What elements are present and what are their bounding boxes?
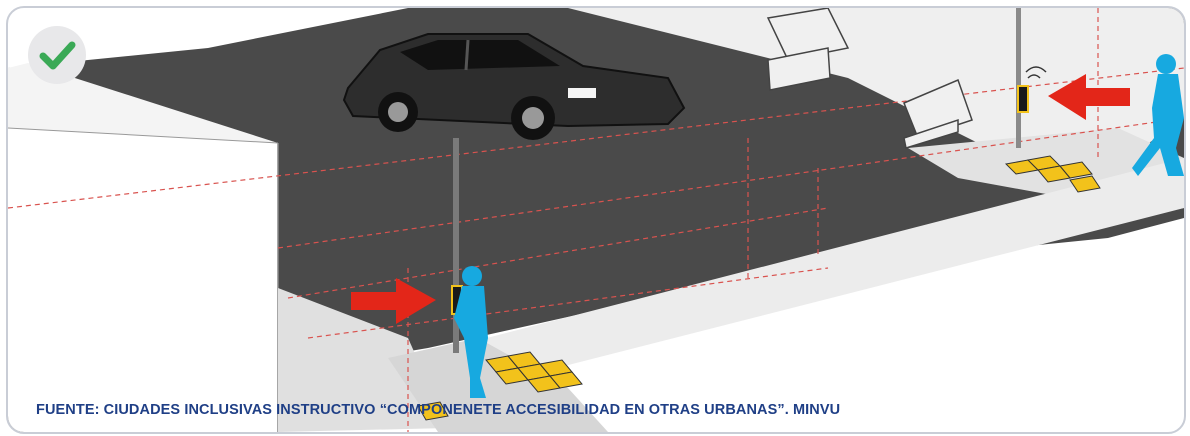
tactile-paving-front (417, 351, 583, 421)
sidewalk-front (278, 288, 448, 432)
car-illustration (342, 33, 686, 140)
street-illustration (8, 8, 1184, 432)
tactile-paving-right (1004, 155, 1101, 193)
building-top (8, 63, 278, 143)
image-caption: FUENTE: CIUDADES INCLUSIVAS INSTRUCTIVO … (36, 402, 841, 418)
status-badge (28, 26, 86, 84)
sidewalk-back (568, 8, 1184, 158)
red-arrow-left-icon (1048, 74, 1130, 120)
signal-waves-icon (1025, 66, 1047, 79)
car-headlight (568, 88, 596, 98)
building-block (8, 128, 278, 432)
bench-icon (766, 8, 973, 149)
checkmark-icon (39, 41, 76, 70)
pedestrian-right-icon (1132, 54, 1184, 176)
street-pole-front (453, 138, 459, 353)
street-pole-back (1016, 8, 1021, 148)
crosswalk-stripe (448, 158, 1184, 388)
pedestrian-left-icon (454, 266, 488, 398)
red-arrow-right-icon (351, 278, 436, 324)
illustration-frame: FUENTE: CIUDADES INCLUSIVAS INSTRUCTIVO … (6, 6, 1186, 434)
push-button-device-back (1017, 85, 1029, 113)
